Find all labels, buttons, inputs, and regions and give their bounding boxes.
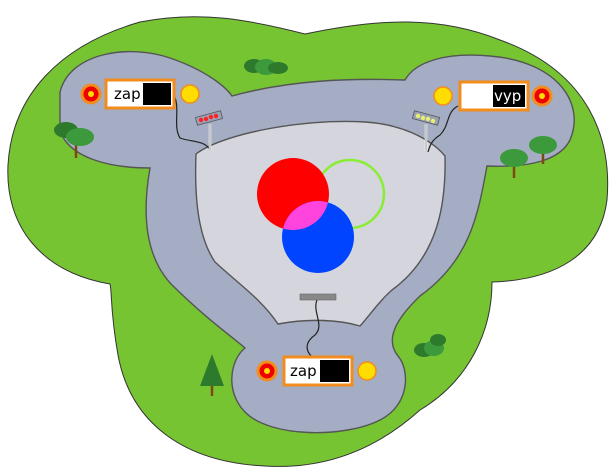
cable-bottom: [306, 299, 320, 358]
cable-top-right: [427, 105, 459, 153]
switch-label: zap: [290, 362, 317, 380]
tree-icon: [529, 136, 557, 164]
spotlight-icon: [299, 293, 337, 301]
switch-label: zap: [114, 85, 141, 103]
button-icon: [539, 93, 545, 99]
spotlight-icon: [411, 110, 441, 150]
switch-label: vyp: [494, 87, 521, 105]
tree-icon: [200, 354, 224, 396]
switch-indicator: [143, 83, 171, 105]
button-icon: [88, 91, 94, 97]
overlap-light: [282, 201, 329, 230]
tree-icon: [500, 149, 528, 178]
top-right-switch[interactable]: vyp: [433, 80, 553, 112]
bush-icon: [414, 334, 446, 357]
button-icon[interactable]: [357, 361, 377, 381]
button-icon[interactable]: [433, 86, 453, 106]
switch-indicator: [493, 85, 525, 107]
button-icon[interactable]: [180, 84, 200, 104]
cable-top-left: [171, 91, 211, 151]
bush-icon: [244, 59, 288, 75]
spotlight-icon: [194, 110, 224, 150]
switch-indicator: [320, 360, 349, 382]
bottom-switch[interactable]: zap: [256, 355, 377, 387]
button-icon: [264, 368, 270, 374]
tree-icon: [54, 122, 94, 158]
top-left-switch[interactable]: zap: [80, 78, 200, 110]
